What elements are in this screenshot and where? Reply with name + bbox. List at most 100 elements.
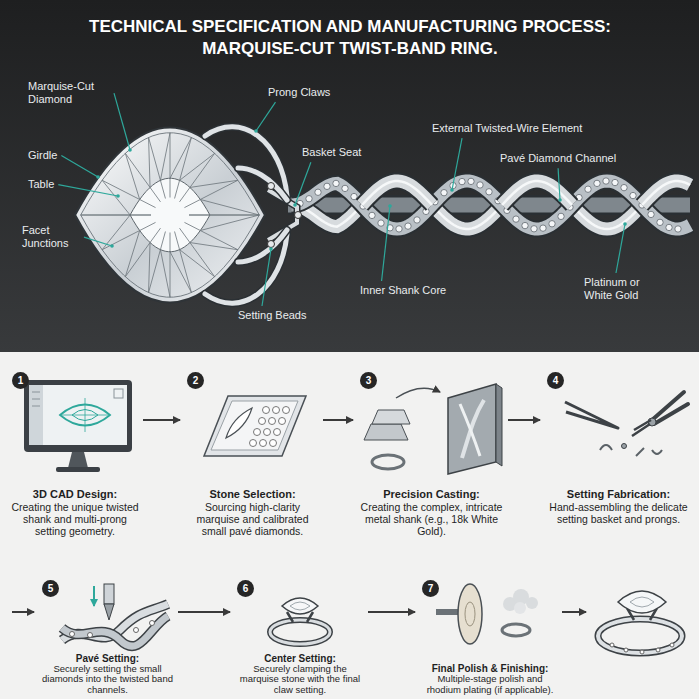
ring-shank <box>598 619 682 653</box>
ring-shank <box>270 620 330 644</box>
facet-junction <box>81 215 130 216</box>
flow-arrow <box>143 419 180 421</box>
step-description: Securely clamping the marquise stone wit… <box>235 664 365 695</box>
pave-diamond <box>513 216 519 222</box>
facet-junction <box>125 153 150 187</box>
pave-diamond <box>531 226 537 232</box>
prong-claw <box>238 230 287 262</box>
stone-tray-icon <box>204 396 306 456</box>
pliers <box>654 404 688 424</box>
facet-junction <box>184 199 200 207</box>
facet-junction <box>140 222 156 230</box>
leader-dot <box>116 194 120 198</box>
pave-stone <box>274 429 281 436</box>
step-heading: Pavé Setting: <box>40 653 175 664</box>
ring-piece <box>502 624 530 636</box>
prong-claw <box>238 168 287 200</box>
leader-dot <box>293 203 297 207</box>
casting-mold <box>496 384 502 466</box>
leader-dot <box>254 129 258 133</box>
cad-sidebar <box>29 385 43 445</box>
facet-junction <box>125 231 139 277</box>
pave-diamond <box>540 225 546 231</box>
facet-junction <box>170 233 171 252</box>
table-facet <box>130 178 210 251</box>
pave-stone <box>264 429 271 436</box>
press-arrow <box>93 586 95 606</box>
pour-arrow <box>396 388 440 398</box>
band-strand <box>62 616 168 646</box>
step-description: Creating the unique twisted shank and mu… <box>10 501 140 537</box>
facet-junction <box>150 187 160 201</box>
center-setting-icon <box>270 598 330 644</box>
ring-shank <box>598 619 682 653</box>
step-description: Creating the complex, intricate metal sh… <box>358 501 505 537</box>
leader-dot <box>128 148 132 152</box>
tweezers <box>565 402 618 428</box>
facet-junction <box>149 137 161 180</box>
pave-stone <box>134 628 139 633</box>
mold-cavity <box>460 404 480 456</box>
pave-stone <box>263 407 270 414</box>
pave-diamond <box>324 183 330 189</box>
leader-line <box>114 93 130 150</box>
twisted-wire <box>362 181 432 205</box>
pave-stone <box>670 643 674 647</box>
pave-channel <box>292 181 690 229</box>
pave-diamond <box>549 221 555 227</box>
stone-table <box>290 602 310 610</box>
facet-junction <box>180 228 190 242</box>
step-description: Multiple-stage polish and rhodium platin… <box>420 674 560 695</box>
facet-junction <box>189 215 210 216</box>
facet-junction <box>149 250 161 293</box>
pave-diamond <box>333 180 339 186</box>
pave-stone <box>610 643 614 647</box>
twisted-wire <box>502 181 572 205</box>
twisted-wire <box>642 181 690 205</box>
pave-diamond <box>378 220 384 226</box>
pave-diamond <box>477 182 483 188</box>
monitor-stand <box>68 452 88 468</box>
facet-junction <box>149 243 150 293</box>
pave-stone <box>88 633 93 638</box>
leader-line <box>58 185 118 196</box>
facet-junction <box>149 137 150 187</box>
pave-stone <box>254 429 261 436</box>
twisted-band <box>288 178 690 232</box>
prong-part <box>636 448 644 456</box>
process-step: 13D CAD Design:Creating the unique twist… <box>10 370 140 566</box>
leader-dot <box>96 175 100 179</box>
facet-junction <box>170 178 171 197</box>
diagram-title: TECHNICAL SPECIFICATION AND MANUFACTURIN… <box>70 16 630 60</box>
pave-setting-icon <box>62 584 168 646</box>
facet-junction <box>170 252 191 293</box>
prong-claw <box>238 230 287 262</box>
step-text: Final Polish & Finishing:Multiple-stage … <box>420 663 560 695</box>
cad-monitor-icon <box>24 380 132 472</box>
leader-dot <box>110 244 114 248</box>
twisted-wire <box>292 181 690 229</box>
pave-diamond <box>306 196 312 202</box>
callout-number: 4 <box>547 372 564 389</box>
pave-diamond <box>396 226 402 232</box>
leader-dot <box>450 188 454 192</box>
facet-junction <box>140 199 156 207</box>
part-label: Table <box>28 178 54 191</box>
prong-part <box>600 445 612 450</box>
setting-tool-tip <box>104 604 114 620</box>
pave-diamond <box>522 222 528 228</box>
facet-junction <box>130 215 151 216</box>
pave-stone <box>269 418 276 425</box>
step-text: Stone Selection:Sourcing high-clarity ma… <box>185 488 320 537</box>
step-heading: 3D CAD Design: <box>10 488 140 501</box>
process-step: 2Stone Selection:Sourcing high-clarity m… <box>185 370 320 566</box>
center-diamond <box>75 128 265 303</box>
process-step: 5Pavé Setting:Securely setting the small… <box>40 578 175 697</box>
leader-dot <box>269 247 273 251</box>
facet-junction <box>180 187 190 201</box>
polishing-wheel <box>458 584 482 644</box>
twisted-wire <box>502 181 572 205</box>
pave-diamond <box>666 224 672 230</box>
flow-arrow <box>368 611 415 613</box>
